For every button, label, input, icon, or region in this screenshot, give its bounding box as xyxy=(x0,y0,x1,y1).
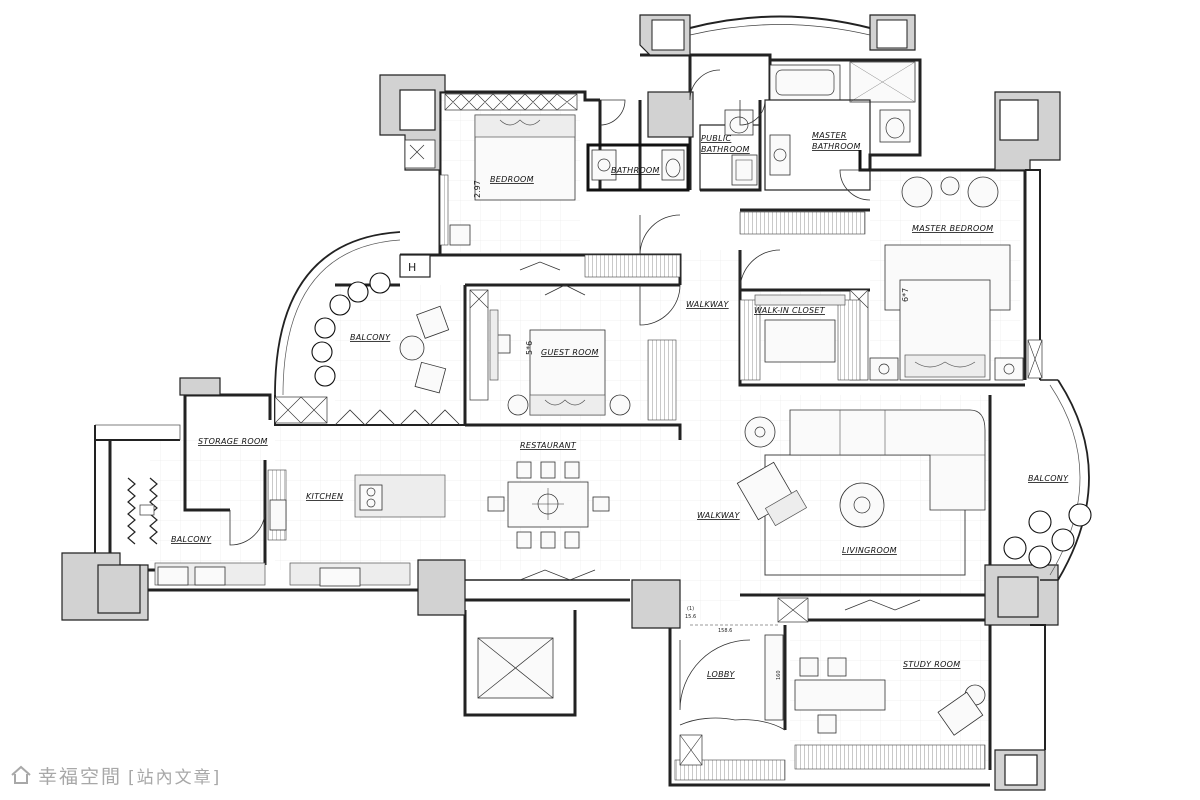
balcony-arc-upper xyxy=(274,231,401,396)
dining-set xyxy=(487,461,610,549)
label-balcony-left: BALCONY xyxy=(171,535,212,544)
study-room-furniture xyxy=(794,657,986,736)
house-icon xyxy=(11,765,31,784)
dimension-labels: 2.97 6*7 5*6 158.6 160 15.6 (1) xyxy=(473,180,910,680)
living-room-furniture xyxy=(736,409,986,576)
watermark-tag: [站內文章] xyxy=(128,767,222,788)
label-guest-room: GUEST ROOM xyxy=(541,348,599,357)
window-lattice-balcony xyxy=(274,396,328,424)
bedroom-furniture xyxy=(439,114,576,246)
label-master-bathroom-2: BATHROOM xyxy=(812,142,861,151)
drying-rack xyxy=(127,477,158,545)
label-kitchen: KITCHEN xyxy=(306,492,343,501)
dim-lobby-left2: (1) xyxy=(687,606,694,612)
bathroom-fixtures xyxy=(586,61,916,192)
label-lobby: LOBBY xyxy=(707,670,736,679)
dim-guest-bed: 5*6 xyxy=(525,341,534,355)
room-labels: BEDROOM BATHROOM PUBLIC BATHROOM MASTER … xyxy=(171,131,1069,679)
elevator xyxy=(477,637,554,699)
window-lattice-bedroom xyxy=(444,93,578,111)
dim-lobby-left: 15.6 xyxy=(685,614,696,620)
label-storage-room: STORAGE ROOM xyxy=(198,437,268,446)
label-balcony-upper: BALCONY xyxy=(350,333,391,342)
label-livingroom: LIVINGROOM xyxy=(842,546,897,555)
master-bedroom-furniture xyxy=(869,176,1024,381)
guest-room-furniture xyxy=(489,309,631,416)
label-walk-in-closet: WALK-IN CLOSET xyxy=(754,306,826,315)
lobby-fixtures xyxy=(679,624,784,766)
label-study-room: STUDY ROOM xyxy=(903,660,960,669)
dim-lobby-height: 160 xyxy=(776,670,782,680)
columns: H xyxy=(61,14,1061,791)
svg-text:H: H xyxy=(408,261,416,274)
dim-bedroom-bed: 2.97 xyxy=(473,180,482,198)
label-walkway-upper: WALKWAY xyxy=(686,300,729,309)
label-master-bedroom: MASTER BEDROOM xyxy=(912,224,993,233)
dim-master-bed: 6*7 xyxy=(901,288,910,302)
dim-lobby-width: 158.6 xyxy=(718,628,732,634)
label-master-bathroom-1: MASTER xyxy=(812,131,847,140)
label-walkway-lower: WALKWAY xyxy=(697,511,740,520)
watermark: 幸福空間 [站內文章] xyxy=(10,762,221,788)
kitchen-fixtures xyxy=(157,474,446,587)
top-window-arc xyxy=(689,15,871,29)
label-balcony-right: BALCONY xyxy=(1028,474,1069,483)
balcony-arc-right xyxy=(1057,379,1090,581)
balcony-right-plants xyxy=(1003,503,1092,569)
label-public-bathroom-1: PUBLIC xyxy=(701,134,731,143)
balcony-upper-furniture xyxy=(311,272,450,394)
watermark-brand: 幸福空間 xyxy=(38,765,123,788)
label-restaurant: RESTAURANT xyxy=(520,441,577,450)
label-bedroom: BEDROOM xyxy=(490,175,534,184)
walk-in-closet-fixtures xyxy=(754,294,846,363)
label-bathroom: BATHROOM xyxy=(611,166,660,175)
doors xyxy=(229,69,871,731)
label-public-bathroom-2: BATHROOM xyxy=(701,145,750,154)
folding-doors xyxy=(334,261,921,611)
